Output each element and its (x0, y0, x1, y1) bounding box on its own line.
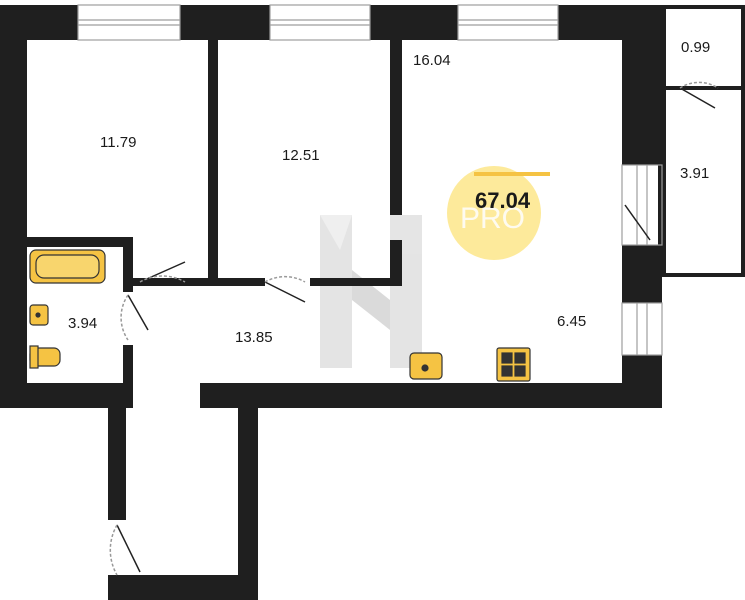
watermark-logo (320, 215, 422, 368)
room-area-bedroom-left: 11.79 (100, 134, 136, 151)
window-bedroom-left (77, 4, 181, 41)
door-entrance (109, 524, 141, 576)
door-balcony (624, 204, 651, 241)
room-area-hallway: 13.85 (235, 329, 273, 346)
window-kitchen (621, 302, 663, 356)
room-area-balcony: 3.91 (680, 165, 709, 182)
window-living (457, 4, 559, 41)
room-area-storage: 0.99 (681, 39, 710, 56)
room-labels: 11.79 12.51 16.04 0.99 3.91 3.94 13.85 6… (68, 39, 710, 346)
area-badge: PRO 67.04 (447, 166, 550, 260)
window-bedroom-middle (269, 4, 371, 41)
doors (109, 81, 719, 576)
room-area-bathroom: 3.94 (68, 315, 97, 332)
door-bathroom (120, 294, 149, 341)
room-area-bedroom-middle: 12.51 (282, 147, 320, 164)
windows (77, 4, 663, 356)
door-bedroom-left (139, 261, 186, 283)
window-living-side (621, 164, 663, 246)
total-area: 67.04 (475, 188, 531, 213)
door-storage (679, 81, 719, 109)
door-bedroom-middle (264, 275, 306, 303)
room-area-kitchen: 6.45 (557, 313, 586, 330)
fixtures (29, 249, 531, 382)
room-area-living-room: 16.04 (413, 52, 451, 69)
badge-text: PRO (460, 202, 525, 235)
walls (0, 5, 745, 600)
